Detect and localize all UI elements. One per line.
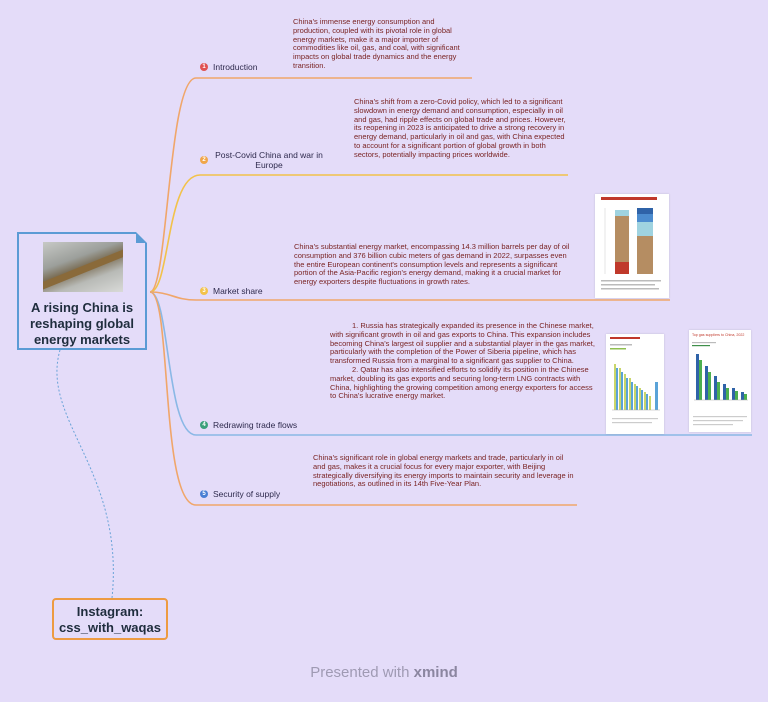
xmind-logo: xmind	[413, 664, 458, 681]
branch-line-market-share	[149, 291, 670, 301]
supplier-bar-chart-image: Top gas suppliers to China, 2022	[692, 333, 748, 426]
topic-market-share[interactable]: 3 Market share	[200, 286, 263, 296]
market-share-chart-thumbnail	[595, 194, 669, 298]
oil-suppliers-chart-thumbnail	[606, 334, 664, 434]
note-trade-flows: 1. Russia has strategically expanded its…	[330, 321, 598, 401]
topic-label: Introduction	[213, 62, 258, 72]
note-introduction: China's immense energy consumption and p…	[293, 17, 460, 70]
number-badge-5: 5	[200, 490, 208, 498]
topic-security-of-supply[interactable]: 5 Security of supply	[200, 489, 280, 499]
note-post-covid: China's shift from a zero-Covid policy, …	[354, 97, 566, 159]
instagram-topic[interactable]: Instagram: css_with_waqas	[52, 598, 168, 640]
thumbnail-title: Top gas suppliers to China, 2022	[692, 333, 744, 337]
pipeline-photo	[43, 242, 123, 292]
topic-trade-flows[interactable]: 4 Redrawing trade flows	[200, 420, 297, 430]
footer-prefix: Presented with	[310, 664, 410, 681]
number-badge-2: 2	[200, 156, 208, 164]
branch-line-security	[149, 291, 577, 506]
topic-label: Post-Covid China and war in Europe	[215, 150, 323, 170]
note-paragraph-russia: 1. Russia has strategically expanded its…	[330, 321, 595, 366]
note-paragraph-qatar: 2. Qatar has also intensified efforts to…	[330, 364, 593, 401]
central-topic-title: A rising China is reshaping global energ…	[29, 300, 134, 347]
dashed-link-instagram	[56, 349, 114, 599]
presented-with-footer: Presented with xmind	[0, 664, 768, 681]
number-badge-3: 3	[200, 287, 208, 295]
central-topic[interactable]: A rising China is reshaping global energ…	[17, 232, 147, 350]
number-badge-1: 1	[200, 63, 208, 71]
number-badge-4: 4	[200, 421, 208, 429]
branch-line-post-covid	[149, 174, 568, 293]
note-security: China's significant role in global energ…	[313, 453, 574, 489]
topic-label: Redrawing trade flows	[213, 420, 298, 430]
topic-label: Security of supply	[213, 489, 281, 499]
stacked-bar-chart-image	[601, 197, 661, 290]
topic-post-covid[interactable]: 2 Post-Covid China and war in Europe	[200, 150, 325, 170]
instagram-handle: css_with_waqas	[59, 620, 161, 635]
topic-introduction[interactable]: 1 Introduction	[200, 62, 257, 72]
topic-label: Market share	[213, 286, 263, 296]
branch-line-introduction	[149, 77, 472, 293]
grouped-bar-chart-image	[610, 337, 660, 424]
fold-corner	[136, 232, 147, 243]
gas-suppliers-chart-thumbnail: Top gas suppliers to China, 2022	[689, 330, 751, 432]
instagram-label: Instagram:	[76, 604, 144, 619]
note-market-share: China's substantial energy market, encom…	[294, 242, 570, 287]
